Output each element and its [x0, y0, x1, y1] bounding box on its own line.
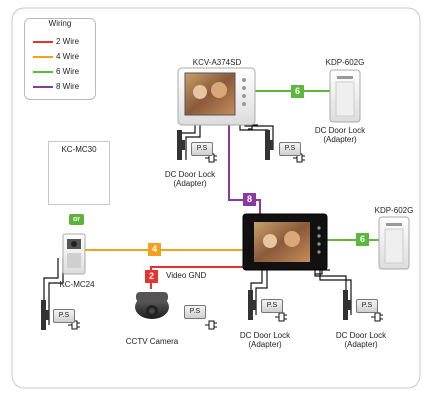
legend-swatch-green [33, 71, 53, 73]
diagram-frame [11, 7, 421, 389]
kc-mc24-device [62, 233, 86, 275]
power-supply-box: P.S [356, 299, 378, 313]
legend-label: 8 Wire [56, 82, 80, 91]
wiring-legend: Wiring 2 Wire 4 Wire 6 Wire 8 Wire [24, 18, 96, 100]
legend-title: Wiring [44, 19, 76, 28]
legend-label: 6 Wire [56, 67, 80, 76]
or-badge: or [69, 214, 84, 225]
wire-badge-2: 2 [145, 270, 158, 283]
power-supply-box: P.S [191, 142, 213, 156]
door-lock-label-bottom-right: DC Door Lock(Adapter) [335, 331, 387, 349]
plug-icons [68, 153, 383, 330]
wire-badge-6-top: 6 [291, 85, 304, 98]
door-lock-label-top-right: DC Door Lock(Adapter) [314, 126, 366, 144]
legend-item-8wire: 8 Wire [33, 82, 93, 92]
monitor-kcv-top [177, 67, 256, 126]
legend-label: 4 Wire [56, 52, 80, 61]
video-gnd-label: Video GND [166, 271, 207, 280]
legend-swatch-orange [33, 56, 53, 58]
legend-item-4wire: 4 Wire [33, 52, 93, 62]
power-supply-box: P.S [184, 305, 206, 319]
kdp-602g-right-label: KDP-602G [374, 206, 414, 215]
power-supply-box: P.S [53, 309, 75, 323]
legend-item-6wire: 6 Wire [33, 67, 93, 77]
kdp-602g-top-label: KDP-602G [325, 58, 365, 67]
wire-badge-6-right: 6 [356, 233, 369, 246]
legend-label: 2 Wire [56, 37, 80, 46]
monitor-black-bottom [242, 213, 328, 271]
power-supply-box: P.S [261, 299, 283, 313]
cctv-camera-device [135, 292, 169, 319]
door-lock-label-bottom-left: DC Door Lock(Adapter) [239, 331, 291, 349]
power-supply-box: P.S [279, 142, 301, 156]
kc-mc24-label: KC-MC24 [59, 280, 95, 289]
cctv-camera-label: CCTV Camera [125, 337, 179, 346]
kc-mc30-box [48, 141, 110, 205]
legend-swatch-purple [33, 86, 53, 88]
legend-swatch-red [33, 41, 53, 43]
door-lock-hardware [41, 130, 351, 330]
door-lock-label-top-left: DC Door Lock(Adapter) [164, 170, 216, 188]
legend-item-2wire: 2 Wire [33, 37, 93, 47]
wire-badge-8: 8 [243, 193, 256, 206]
wire-badge-4: 4 [148, 243, 161, 256]
kcv-a374sd-label: KCV-A374SD [192, 58, 242, 67]
kdp-602g-top [329, 69, 361, 123]
kc-mc30-label: KC-MC30 [61, 145, 97, 154]
kdp-602g-right [378, 216, 410, 270]
